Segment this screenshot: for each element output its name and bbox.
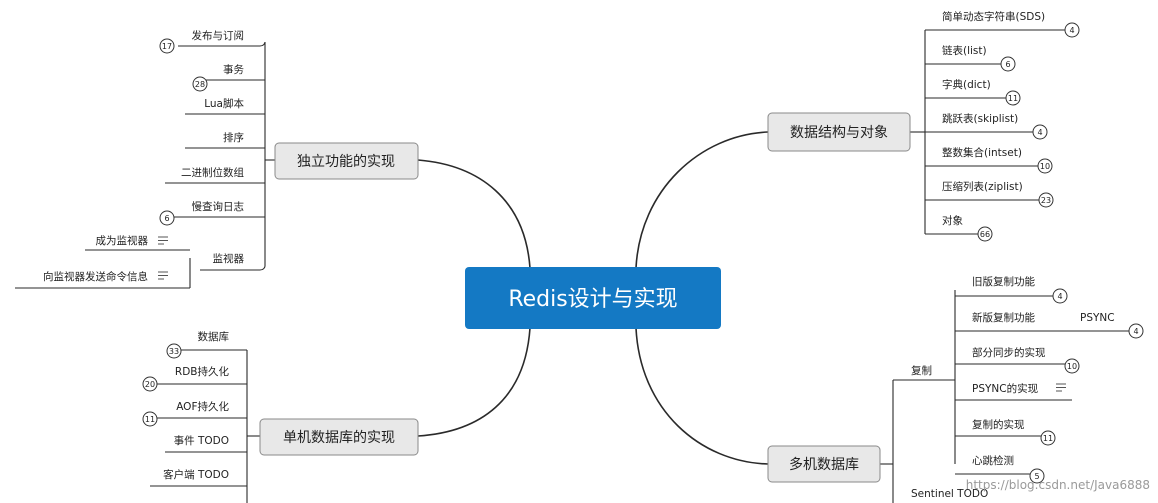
subtopic-label[interactable]: 排序 [223,131,244,144]
subtopic-label[interactable]: 对象 [942,214,963,227]
subtopic-label[interactable]: 链表(list) [942,44,987,57]
subtopic-label[interactable]: 客户端 TODO [163,468,229,481]
count-badge[interactable]: 28 [192,76,208,92]
subtopic-label[interactable]: 向监视器发送命令信息 [43,270,148,283]
subtopic-label[interactable]: 旧版复制功能 [972,275,1035,288]
subtopic-label[interactable]: 简单动态字符串(SDS) [942,10,1045,23]
topic-left-top[interactable]: 独立功能的实现 [274,142,419,180]
svg-text:4: 4 [1057,292,1062,301]
topic-label: 多机数据库 [789,456,859,473]
count-badge[interactable]: 17 [159,38,175,54]
subtopic-label[interactable]: 事件 TODO [174,434,229,447]
subtopic-label[interactable]: 复制 [911,364,932,377]
subtopic-label[interactable]: 二进制位数组 [181,166,244,179]
subtopic-label[interactable]: 慢查询日志 [192,200,245,213]
svg-text:6: 6 [1005,60,1010,69]
branch-to-left-top [417,159,531,269]
subtopics-left-bottom: 数据库 RDB持久化 AOF持久化 事件 TODO 客户端 TODO [163,330,229,481]
subtopics-left-top: 发布与订阅 事务 Lua脚本 排序 二进制位数组 慢查询日志 监视器 成为监视器… [43,29,244,283]
main-branches [417,131,769,465]
subtopic-label[interactable]: 跳跃表(skiplist) [942,112,1018,125]
subtopic-label[interactable]: 部分同步的实现 [972,346,1046,359]
subtopic-label[interactable]: 数据库 [198,330,230,343]
center-topic[interactable]: Redis设计与实现 [465,267,721,329]
topic-label: 单机数据库的实现 [283,430,395,446]
subtopic-label[interactable]: PSYNC [1080,312,1115,324]
subtopic-label[interactable]: 复制的实现 [972,418,1025,431]
topic-left-bottom[interactable]: 单机数据库的实现 [259,418,419,456]
subtopic-label[interactable]: 成为监视器 [96,234,149,247]
note-icon[interactable] [1056,383,1066,392]
svg-text:6: 6 [164,214,169,223]
center-title: Redis设计与实现 [508,287,677,312]
count-badge[interactable]: 10 [1064,358,1080,374]
note-icons [158,236,1066,392]
note-icon[interactable] [158,236,168,245]
subtopic-label[interactable]: PSYNC的实现 [972,382,1039,395]
count-badges: 17 28 6 33 20 11 4 6 11 4 10 23 66 4 4 1… [142,22,1144,484]
svg-text:20: 20 [145,380,155,389]
svg-text:10: 10 [1040,162,1050,171]
subtopic-label[interactable]: 压缩列表(ziplist) [942,180,1023,193]
count-badge[interactable]: 4 [1128,323,1144,339]
svg-text:11: 11 [1008,94,1018,103]
connector-lines [15,29,1136,503]
count-badge[interactable]: 6 [159,210,175,226]
subtopic-label[interactable]: 新版复制功能 [972,311,1035,324]
count-badge[interactable]: 11 [1005,90,1021,106]
svg-text:5: 5 [1034,472,1039,481]
count-badge[interactable]: 11 [1040,430,1056,446]
topic-label: 数据结构与对象 [790,125,888,141]
subtopic-label[interactable]: Sentinel TODO [911,488,988,500]
subtopic-label[interactable]: Lua脚本 [204,97,244,110]
count-badge[interactable]: 11 [142,411,158,427]
subtopic-label[interactable]: AOF持久化 [176,400,229,413]
count-badge[interactable]: 6 [1000,56,1016,72]
svg-text:33: 33 [169,347,179,356]
count-badge[interactable]: 23 [1038,192,1054,208]
topic-right-top[interactable]: 数据结构与对象 [767,112,911,152]
subtopic-label[interactable]: 心跳检测 [972,454,1014,467]
subtopic-label[interactable]: 发布与订阅 [192,29,245,42]
topic-right-bottom[interactable]: 多机数据库 [767,445,881,483]
svg-text:4: 4 [1069,26,1074,35]
branch-to-left-bottom [417,327,531,437]
subtopic-label[interactable]: 监视器 [213,252,245,265]
subtopic-label[interactable]: 整数集合(intset) [942,146,1022,159]
subtopic-label[interactable]: 字典(dict) [942,78,991,91]
watermark: https://blog.csdn.net/Java6888 [966,478,1150,492]
svg-text:10: 10 [1067,362,1077,371]
svg-text:4: 4 [1037,128,1042,137]
count-badge[interactable]: 10 [1037,158,1053,174]
count-badge[interactable]: 4 [1032,124,1048,140]
svg-text:11: 11 [145,415,155,424]
svg-text:28: 28 [195,80,205,89]
count-badge[interactable]: 66 [977,226,993,242]
count-badge[interactable]: 33 [166,343,182,359]
topic-label: 独立功能的实现 [297,154,395,170]
svg-text:11: 11 [1043,434,1053,443]
count-badge[interactable]: 20 [142,376,158,392]
subtopics-right-top: 简单动态字符串(SDS) 链表(list) 字典(dict) 跳跃表(skipl… [942,10,1045,227]
count-badge[interactable]: 4 [1052,288,1068,304]
count-badge[interactable]: 5 [1029,468,1045,484]
svg-text:4: 4 [1133,327,1138,336]
branch-to-right-top [635,131,769,269]
svg-text:23: 23 [1041,196,1051,205]
count-badge[interactable]: 4 [1064,22,1080,38]
note-icon[interactable] [158,271,168,280]
branch-to-right-bottom [635,327,769,465]
svg-text:66: 66 [980,230,990,239]
subtopics-right-bottom: 复制 旧版复制功能 新版复制功能 PSYNC 部分同步的实现 PSYNC的实现 … [911,275,1115,500]
svg-text:17: 17 [162,42,172,51]
subtopic-label[interactable]: 事务 [223,63,244,76]
subtopic-label[interactable]: RDB持久化 [175,365,230,378]
